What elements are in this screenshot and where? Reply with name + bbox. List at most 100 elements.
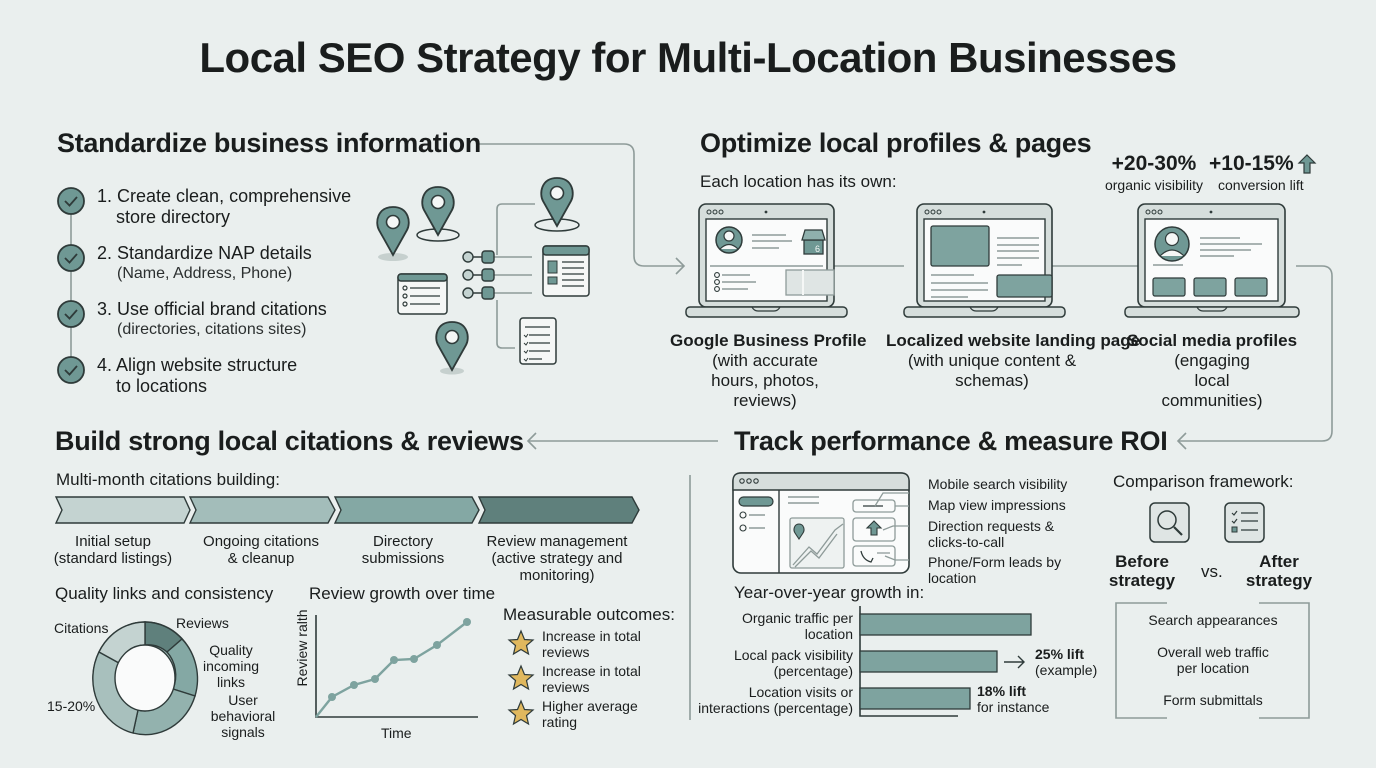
location-data-illustration <box>376 177 590 375</box>
section-heading-track: Track performance & measure ROI <box>734 426 1168 456</box>
stat-conversion-lift: +10-15% conversion lift <box>1208 152 1328 193</box>
check-circle-icon <box>57 300 85 328</box>
profile-title: Google Business Profile <box>670 331 867 350</box>
map-pin-icon <box>435 321 469 371</box>
stat-label: conversion lift <box>1218 177 1304 193</box>
checklist-icon <box>519 317 557 365</box>
donut-label-percent: 15-20% <box>47 698 96 714</box>
profile-detail: (with accurate hours, photos, reviews) <box>711 351 819 410</box>
step-title: 4. Align website structure <box>97 355 298 375</box>
dashboard-callouts: Mobile search visibility Map view impres… <box>928 476 1067 586</box>
magnifier-icon <box>1149 502 1190 543</box>
comparison-title: Comparison framework: <box>1113 472 1294 491</box>
stat-organic-visibility: +20-30% organic visibility <box>1102 152 1206 193</box>
bar-label-location-visits: Location visits or interactions (percent… <box>698 684 853 716</box>
map-pin-icon <box>540 177 574 227</box>
profile-title: Localized website landing page <box>886 331 1141 350</box>
profile-card-social: Social media profiles (engaging local co… <box>1122 331 1302 411</box>
stat-label: organic visibility <box>1104 177 1204 193</box>
laptop-profile-icon: 6 <box>685 203 848 318</box>
checklist-icon <box>1224 502 1265 543</box>
bar-label-local-pack: Local pack visibility (percentage) <box>733 647 853 679</box>
svg-text:6: 6 <box>815 244 820 254</box>
donut-title: Quality links and consistency <box>55 584 274 603</box>
line-chart-ylabel: Review rаlth <box>294 609 310 687</box>
comparison-item: per location <box>1176 660 1250 676</box>
callout-leads: Phone/Form leads by <box>928 554 1062 570</box>
citation-phases-chevrons <box>54 496 640 524</box>
vs-label: vs. <box>1201 562 1223 581</box>
step-detail: (Name, Address, Phone) <box>117 265 293 282</box>
outcomes-title: Measurable outcomes: <box>503 605 675 624</box>
section-heading-optimize: Optimize local profiles & pages <box>700 128 1092 158</box>
map-pin-icon <box>421 186 455 236</box>
yoy-growth-bar-chart <box>859 606 1032 717</box>
callout-clicks-to-call: clicks-to-call <box>928 534 1005 550</box>
profile-title: Social media profiles <box>1126 331 1298 350</box>
profile-detail: (engaging local communities) <box>1161 351 1263 410</box>
review-growth-line-chart <box>315 615 478 718</box>
list-window-icon <box>397 273 448 315</box>
star-icon <box>507 664 535 691</box>
analytics-dashboard-icon <box>732 472 910 574</box>
line-chart-xlabel: Time <box>381 725 412 741</box>
step-detail: (directories, citations sites) <box>117 321 307 338</box>
growth-title: Year-over-year growth in: <box>734 583 925 602</box>
phase-label: Ongoing citations& cleanup <box>203 533 319 567</box>
step-detail: to locations <box>116 376 208 396</box>
donut-label-reviews: Reviews <box>176 615 229 631</box>
section-heading-standardize: Standardize business information <box>57 128 481 158</box>
comparison-item: Form submittals <box>1163 692 1263 708</box>
step-title: 2. Standardize NAP details <box>97 243 312 263</box>
laptop-landing-page-icon <box>903 203 1066 318</box>
donut-label-citations: Citations <box>54 620 109 636</box>
comparison-item: Search appearances <box>1148 612 1278 628</box>
check-circle-icon <box>57 187 85 215</box>
donut-chart <box>92 621 199 736</box>
step-title: 1. Create clean, comprehensive <box>97 186 352 206</box>
stat-value: +20-30% <box>1111 152 1197 175</box>
comparison-frame <box>1115 602 1310 719</box>
callout-map-view: Map view impressions <box>928 497 1066 513</box>
profile-card-google: Google Business Profile (with accurate h… <box>670 331 867 411</box>
comparison-item: Overall web traffic <box>1157 644 1269 660</box>
section-subheading: Each location has its own: <box>700 172 897 191</box>
step-detail: store directory <box>116 207 231 227</box>
annotation-25-lift: 25% lift(example) <box>1035 646 1098 678</box>
profile-card-landing: Localized website landing page (with uni… <box>886 331 1141 391</box>
check-circle-icon <box>57 244 85 272</box>
callout-location: location <box>928 570 977 586</box>
store-icon: 6 <box>801 229 826 255</box>
star-icon <box>507 699 535 726</box>
step-list: 1. Create clean, comprehensive store dir… <box>56 186 376 406</box>
stat-value: +10-15% <box>1209 152 1294 175</box>
laptop-social-icon <box>1124 203 1300 318</box>
page-title: Local SEO Strategy for Multi-Location Bu… <box>199 34 1177 81</box>
browser-window-icon <box>542 245 590 297</box>
arrow-up-icon <box>1297 154 1317 174</box>
phone-icon <box>860 550 874 563</box>
callout-mobile-search: Mobile search visibility <box>928 476 1068 492</box>
line-chart-title: Review growth over time <box>309 584 496 603</box>
step-timeline <box>70 201 72 372</box>
comparison-items: Search appearances Overall web traffic p… <box>1118 612 1308 708</box>
callout-directions: Direction requests & <box>928 518 1055 534</box>
phase-label: Initial setup(standard listings) <box>53 533 173 567</box>
profile-detail: (with unique content & schemas) <box>907 351 1077 390</box>
step-title: 3. Use official brand citations <box>97 299 327 319</box>
connector-nodes-icon <box>462 250 495 300</box>
section-subheading: Multi-month citations building: <box>56 470 280 489</box>
section-heading-citations: Build strong local citations & reviews <box>55 426 524 456</box>
bar-label-organic-text: Organic traffic per location <box>741 610 853 642</box>
